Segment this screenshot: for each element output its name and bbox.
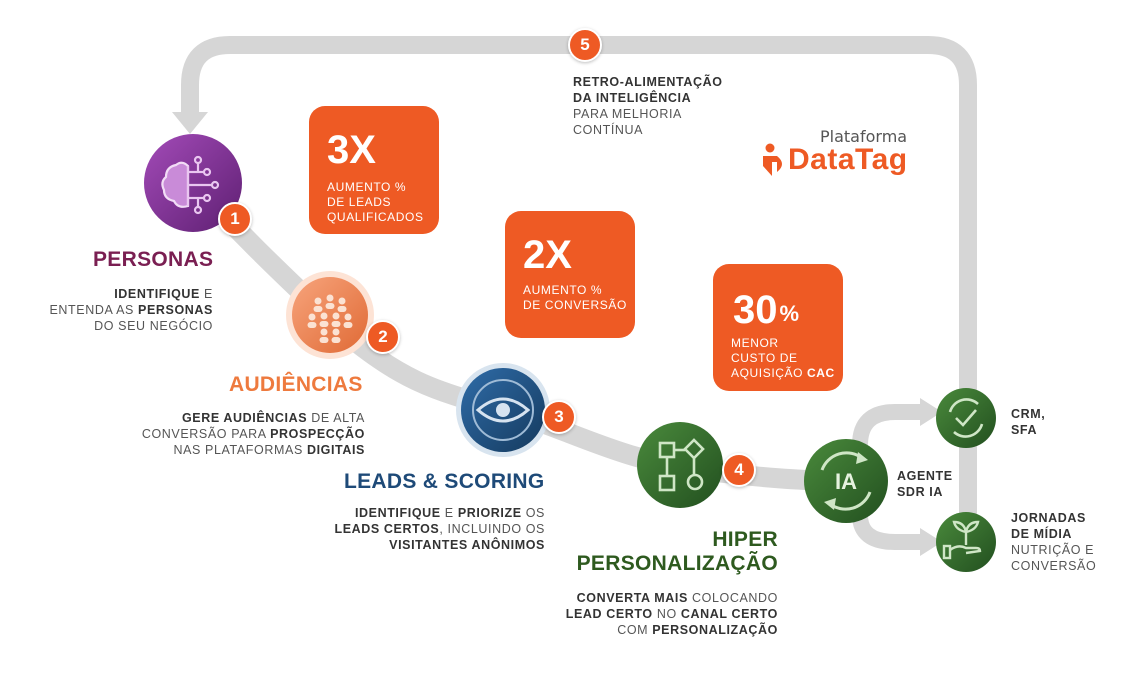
text-line: QUALIFICADOS — [327, 210, 424, 224]
feedback-text: RETRO-ALIMENTAÇÃO DA INTELIGÊNCIA PARA M… — [573, 74, 723, 138]
hiper-personalizacao-node — [637, 422, 723, 508]
text-line: COM PERSONALIZAÇÃO — [617, 623, 778, 637]
text-line: ENTENDA AS PERSONAS — [49, 303, 213, 317]
cycle-arrows-icon — [820, 451, 872, 511]
branch-media-arrowhead — [920, 528, 942, 556]
text-line: AUMENTO % — [327, 180, 407, 194]
agent-label: AGENTE SDR IA — [897, 469, 953, 499]
personas-node — [144, 134, 242, 232]
text-line: VISITANTES ANÔNIMOS — [389, 538, 545, 552]
text-line: DE MÍDIA — [1011, 527, 1073, 541]
leads-scoring-node — [456, 363, 550, 457]
text-line: CONVERSÃO — [1011, 559, 1097, 573]
media-label: JORNADAS DE MÍDIA NUTRIÇÃO E CONVERSÃO — [1011, 510, 1096, 574]
stat-label: AUMENTO %DE CONVERSÃO — [523, 283, 627, 313]
step-badge-5: 5 — [568, 28, 602, 62]
text-line: MENOR — [731, 336, 779, 350]
brand-logo: DataTag — [760, 142, 908, 178]
text-line: CONVERTA MAIS COLOCANDO — [576, 591, 778, 605]
hiper-personalizacao-title: HIPER PERSONALIZAÇÃO — [576, 528, 778, 575]
text-line: CONVERSÃO PARA PROSPECÇÃO — [141, 427, 365, 441]
text-line: CUSTO DE — [731, 351, 798, 365]
ia-icon-label: IA — [835, 469, 857, 494]
text-line: DE CONVERSÃO — [523, 298, 627, 312]
brain-circuit-icon — [161, 155, 220, 215]
feedback-arrowhead — [172, 112, 208, 134]
text-line: NAS PLATAFORMAS DIGITAIS — [173, 443, 365, 457]
datatag-logo-icon — [763, 143, 782, 176]
leads-scoring-desc: IDENTIFIQUE E PRIORIZE OS LEADS CERTOS, I… — [300, 505, 545, 553]
people-group-icon — [307, 294, 353, 343]
text-line: LEAD CERTO NO CANAL CERTO — [565, 607, 778, 621]
feedback-line-2: DA INTELIGÊNCIA — [573, 91, 692, 105]
branch-to-media — [852, 514, 925, 550]
personas-desc: IDENTIFIQUE E ENTENDA AS PERSONAS DO SEU N… — [30, 286, 213, 334]
text-line: DO SEU NEGÓCIO — [94, 319, 213, 333]
text-line: IDENTIFIQUE E PRIORIZE OS — [354, 506, 545, 520]
crm-node — [936, 388, 996, 448]
step-badge-4: 4 — [722, 453, 756, 487]
crm-label: CRM, SFA — [1011, 406, 1045, 438]
text-line: DE LEADS — [327, 195, 392, 209]
stat-box-2x: 2X AUMENTO %DE CONVERSÃO — [505, 211, 635, 338]
step-badge-2: 2 — [366, 320, 400, 354]
feedback-line-4: CONTÍNUA — [573, 123, 644, 137]
brand-name: DataTag — [788, 143, 908, 176]
workflow-shapes-icon — [658, 438, 705, 492]
personas-title: PERSONAS — [93, 248, 214, 271]
step-badge-3: 3 — [542, 400, 576, 434]
feedback-line-3: PARA MELHORIA — [573, 107, 682, 121]
text-line: AQUISIÇÃO CAC — [731, 366, 835, 380]
audiencias-node — [286, 271, 374, 359]
text-line: JORNADAS — [1011, 511, 1086, 525]
plant-hand-icon — [942, 520, 982, 560]
hiper-personalizacao-desc: CONVERTA MAIS COLOCANDO LEAD CERTO NO CAN… — [530, 590, 778, 638]
brand-prefix: Plataforma — [820, 127, 908, 146]
step-badge-1: 1 — [218, 202, 252, 236]
stat-value: 2X — [523, 233, 572, 277]
audiencias-title: AUDIÊNCIAS — [229, 373, 363, 396]
text-line: CRM, — [1011, 407, 1046, 421]
branch-to-crm — [852, 404, 925, 446]
ia-agent-node: IA — [804, 439, 888, 523]
stat-value: 3X — [327, 128, 376, 172]
text-line: SFA — [1011, 423, 1038, 437]
eye-icon — [475, 397, 531, 423]
text-line: AUMENTO % — [523, 283, 603, 297]
branch-crm-arrowhead — [920, 398, 942, 426]
stat-value: 30% — [733, 288, 800, 332]
text-line: LEADS CERTOS, INCLUINDO OS — [334, 522, 545, 536]
text-line: NUTRIÇÃO E — [1011, 543, 1095, 557]
media-node — [936, 512, 996, 572]
text-line: GERE AUDIÊNCIAS DE ALTA — [181, 411, 365, 425]
feedback-line-1: RETRO-ALIMENTAÇÃO — [573, 75, 723, 89]
text-line: IDENTIFIQUE E — [114, 287, 213, 301]
check-cycle-icon — [948, 398, 984, 438]
audiencias-desc: GERE AUDIÊNCIAS DE ALTA CONVERSÃO PARA PR… — [120, 410, 365, 458]
leads-scoring-title: LEADS & SCORING — [344, 470, 545, 493]
